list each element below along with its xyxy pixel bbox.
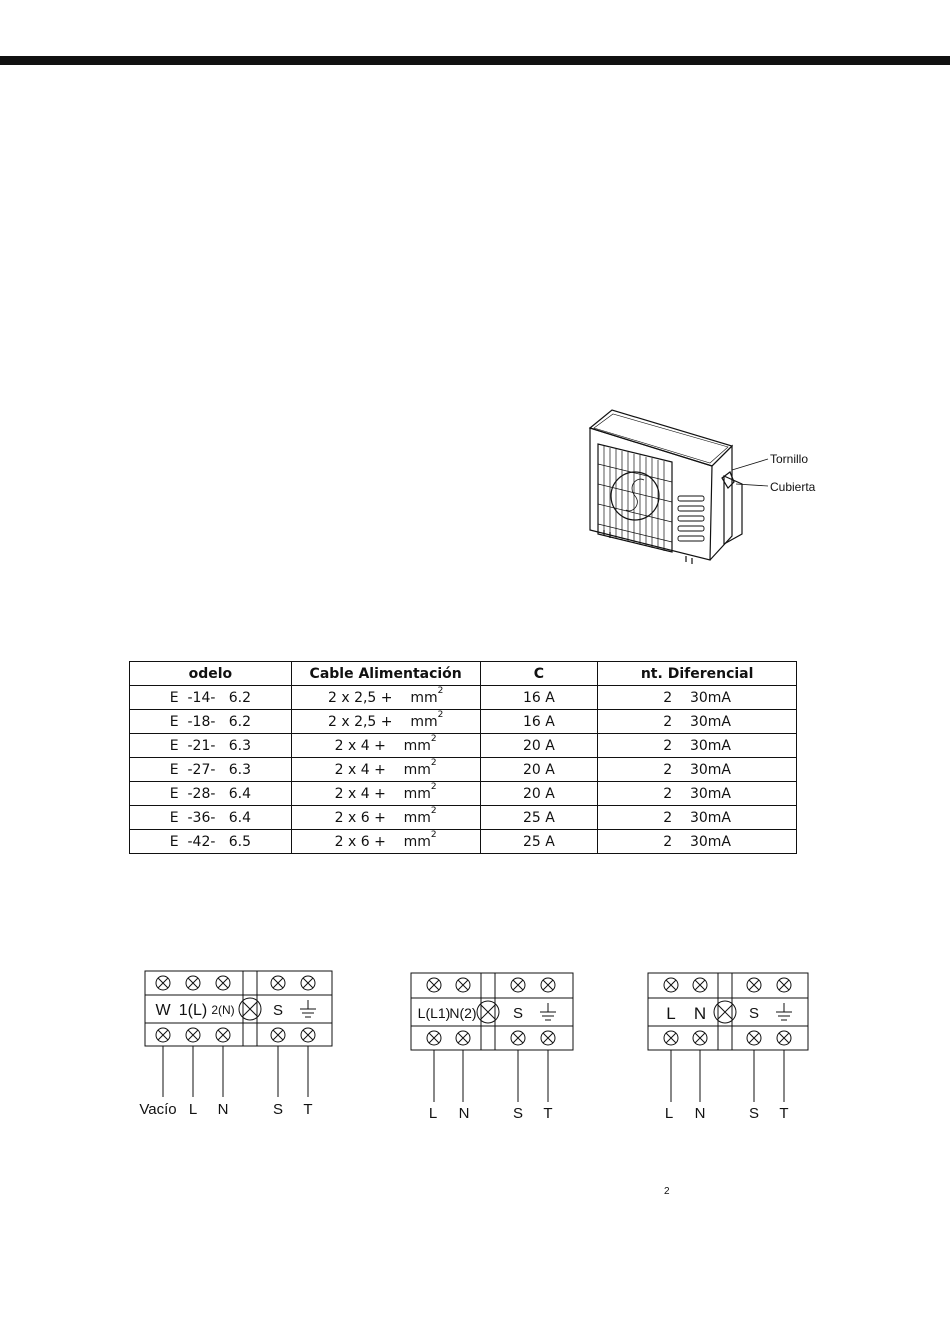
diff-cell: 2 30mA bbox=[597, 733, 797, 758]
wire-label: S bbox=[513, 1105, 523, 1122]
wire-label: T bbox=[543, 1105, 552, 1122]
table-row: E -21- 6.3 2 x 4 + mm2 20 A 2 30mA bbox=[129, 733, 797, 758]
breaker-cell: 20 A bbox=[479, 781, 599, 806]
terminal-label: N bbox=[694, 1004, 706, 1023]
table-row: E -28- 6.4 2 x 4 + mm2 20 A 2 30mA bbox=[129, 781, 797, 806]
diff-cell: 2 30mA bbox=[597, 685, 797, 710]
table-row: E -14- 6.2 2 x 2,5 + mm2 16 A 2 30mA bbox=[129, 685, 797, 710]
header-breaker: C bbox=[479, 661, 599, 686]
cable-cell: 2 x 2,5 + mm2 bbox=[290, 709, 481, 734]
table-row: E -36- 6.4 2 x 6 + mm2 25 A 2 30mA bbox=[129, 805, 797, 830]
breaker-cell: 20 A bbox=[479, 733, 599, 758]
wire-label: L bbox=[189, 1101, 197, 1118]
outdoor-unit-illustration bbox=[588, 409, 769, 564]
terminal-block-3: L N S L N S T bbox=[647, 972, 809, 1122]
cable-spec-table: odelo Cable Alimentación C nt. Diferenci… bbox=[129, 661, 797, 854]
diff-cell: 2 30mA bbox=[597, 805, 797, 830]
breaker-cell: 16 A bbox=[479, 685, 599, 710]
callout-screw: Tornillo bbox=[770, 452, 809, 466]
wire-label: S bbox=[749, 1105, 759, 1122]
table-header-row: odelo Cable Alimentación C nt. Diferenci… bbox=[129, 661, 797, 686]
cable-cell: 2 x 4 + mm2 bbox=[290, 733, 481, 758]
diff-cell: 2 30mA bbox=[597, 829, 797, 854]
table-row: E -27- 6.3 2 x 4 + mm2 20 A 2 30mA bbox=[129, 757, 797, 782]
diff-cell: 2 30mA bbox=[597, 781, 797, 806]
terminal-block-2: L(L1) N(2) S L N S T bbox=[410, 972, 574, 1122]
terminal-label: S bbox=[273, 1002, 283, 1019]
terminal-label: L(L1) bbox=[418, 1005, 451, 1021]
header-model: odelo bbox=[129, 661, 292, 686]
cable-cell: 2 x 4 + mm2 bbox=[290, 781, 481, 806]
cable-cell: 2 x 2,5 + mm2 bbox=[290, 685, 481, 710]
diff-cell: 2 30mA bbox=[597, 757, 797, 782]
terminal-label: 2(N) bbox=[211, 1003, 234, 1017]
breaker-cell: 25 A bbox=[479, 805, 599, 830]
wire-label: N bbox=[459, 1105, 470, 1122]
terminal-label: S bbox=[749, 1005, 759, 1022]
wire-label: S bbox=[273, 1101, 283, 1118]
model-cell: E -28- 6.4 bbox=[129, 781, 292, 806]
terminal-label: 1(L) bbox=[179, 1002, 207, 1019]
table-row: E -18- 6.2 2 x 2,5 + mm2 16 A 2 30mA bbox=[129, 709, 797, 734]
wire-label: L bbox=[429, 1105, 437, 1122]
breaker-cell: 25 A bbox=[479, 829, 599, 854]
model-cell: E -14- 6.2 bbox=[129, 685, 292, 710]
callout-cover: Cubierta bbox=[770, 480, 816, 494]
breaker-cell: 16 A bbox=[479, 709, 599, 734]
terminal-label: L bbox=[666, 1004, 675, 1023]
cable-cell: 2 x 4 + mm2 bbox=[290, 757, 481, 782]
table-row: E -42- 6.5 2 x 6 + mm2 25 A 2 30mA bbox=[129, 829, 797, 854]
diff-cell: 2 30mA bbox=[597, 709, 797, 734]
header-cable: Cable Alimentación bbox=[290, 661, 481, 686]
header-differential: nt. Diferencial bbox=[597, 661, 797, 686]
terminal-label: W bbox=[155, 1002, 171, 1019]
terminal-block-1: W 1(L) 2(N) S Vacío L N S T bbox=[139, 970, 333, 1118]
wire-label: T bbox=[779, 1105, 788, 1122]
cable-cell: 2 x 6 + mm2 bbox=[290, 829, 481, 854]
page-number: 2 bbox=[664, 1186, 670, 1197]
breaker-cell: 20 A bbox=[479, 757, 599, 782]
wire-label: N bbox=[218, 1101, 229, 1118]
model-cell: E -36- 6.4 bbox=[129, 805, 292, 830]
wire-label: L bbox=[665, 1105, 673, 1122]
terminal-label: S bbox=[513, 1005, 523, 1022]
model-cell: E -27- 6.3 bbox=[129, 757, 292, 782]
model-cell: E -42- 6.5 bbox=[129, 829, 292, 854]
header-rule bbox=[0, 56, 950, 65]
wire-label: Vacío bbox=[139, 1101, 176, 1118]
wire-label: N bbox=[695, 1105, 706, 1122]
model-cell: E -21- 6.3 bbox=[129, 733, 292, 758]
cable-cell: 2 x 6 + mm2 bbox=[290, 805, 481, 830]
terminal-label: N(2) bbox=[449, 1005, 476, 1021]
model-cell: E -18- 6.2 bbox=[129, 709, 292, 734]
wire-label: T bbox=[303, 1101, 312, 1118]
